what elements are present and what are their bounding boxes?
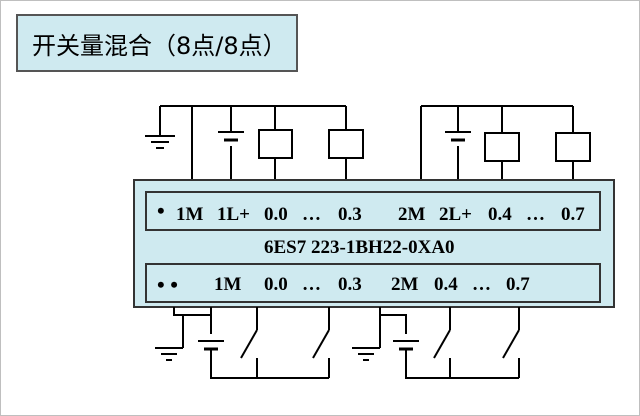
bottom-wiring-left [155,307,330,379]
top-terminal-strip [145,191,601,231]
switch-icon [433,329,451,359]
top-row-dot: • [157,198,165,223]
top-wiring-left [145,105,364,180]
coil-icon [555,132,591,162]
battery-icon [198,340,224,351]
page-title: 开关量混合（8点/8点） [32,31,287,60]
top-terminal-0-4: 0.4 [488,204,512,225]
bottom-wiring-right [352,307,520,379]
bottom-terminal-ellipsis: … [472,274,491,295]
battery-icon [393,340,419,351]
coil-icon [258,129,293,159]
top-terminal-2M: 2M [398,204,426,225]
coil-icon [484,132,520,162]
bottom-row-dots: • • [157,272,178,297]
top-terminal-0-0: 0.0 [264,204,288,225]
bottom-terminal-0-0: 0.0 [264,274,288,295]
switch-icon [502,329,520,359]
coil-icon [328,129,364,159]
top-terminal-1M: 1M [176,204,204,225]
bottom-terminal-0-3: 0.3 [338,274,362,295]
top-terminal-0-3: 0.3 [338,204,362,225]
bottom-terminal-2M: 2M [391,274,419,295]
battery-icon [445,131,471,142]
ground-icon [145,135,175,149]
top-terminal-2Lplus: 2L+ [439,204,472,225]
switch-icon [240,329,258,359]
plc-module: • 1M 1L+ 0.0 … 0.3 2M 2L+ 0.4 … 0.7 6ES7… [133,179,615,308]
ground-icon [155,336,184,361]
bottom-terminal-1M: 1M [214,274,242,295]
top-terminal-1Lplus: 1L+ [217,204,250,225]
bottom-terminal-0-4: 0.4 [434,274,458,295]
module-model-number: 6ES7 223-1BH22-0XA0 [264,237,455,258]
top-terminal-ellipsis: … [302,204,321,225]
battery-icon [218,131,244,142]
bottom-terminal-0-7: 0.7 [506,274,530,295]
bottom-terminal-ellipsis: … [302,274,321,295]
switch-icon [312,329,330,359]
title-box: 开关量混合（8点/8点） [16,14,298,72]
ground-icon [352,336,381,361]
top-terminal-ellipsis: … [526,204,545,225]
bottom-terminal-strip [145,263,601,303]
top-wiring-right [420,105,591,180]
top-terminal-0-7: 0.7 [561,204,585,225]
